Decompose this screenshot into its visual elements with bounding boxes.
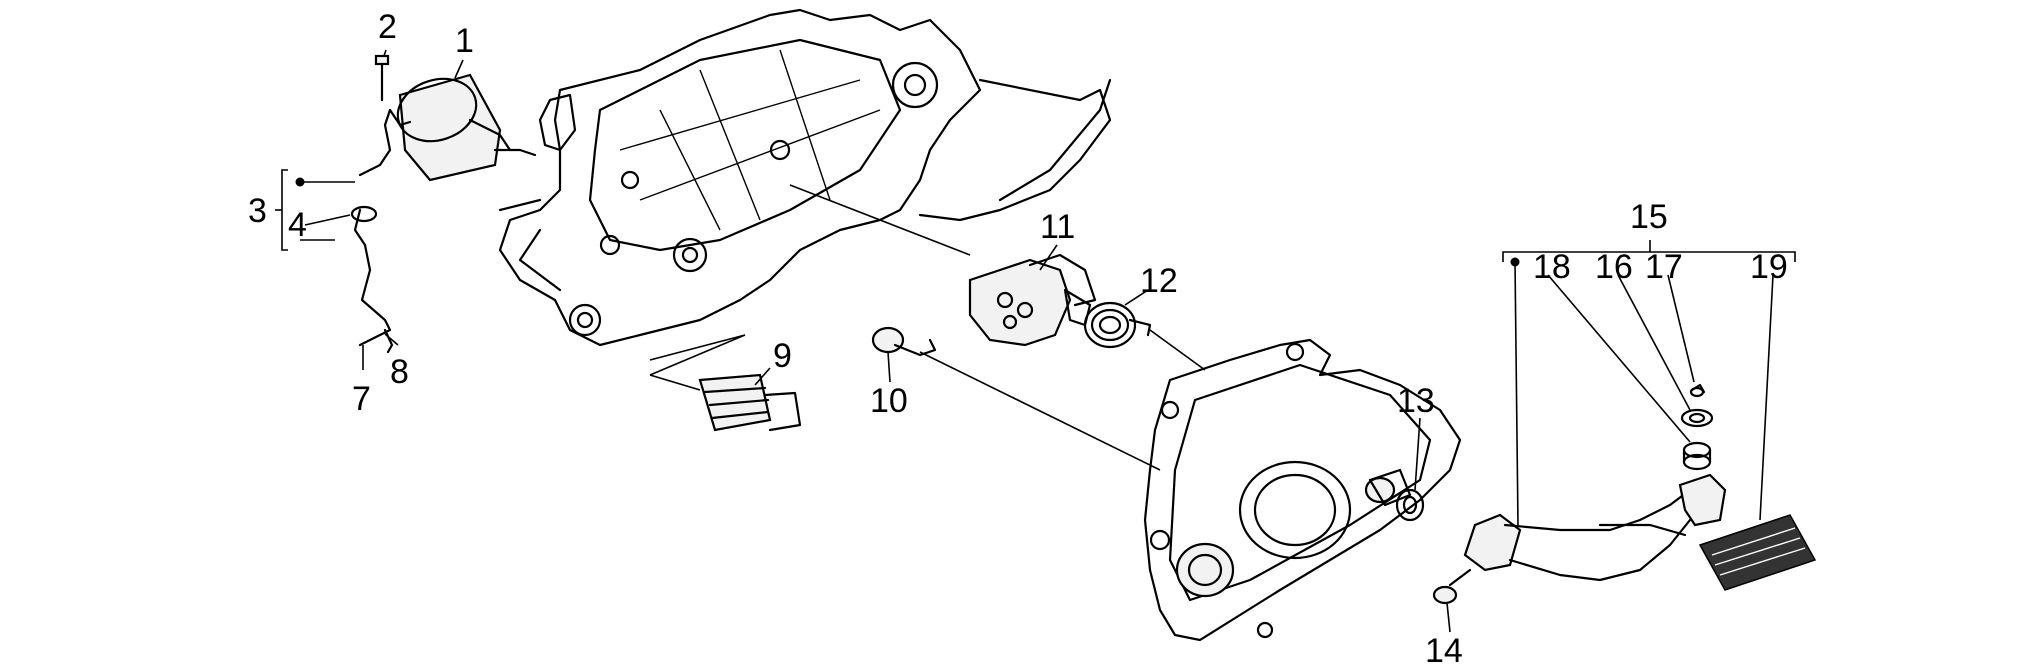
callout-7: 7	[352, 380, 371, 418]
callout-13: 13	[1397, 382, 1435, 420]
callout-9: 9	[773, 337, 792, 375]
callout-18: 18	[1533, 248, 1571, 286]
leader-8	[384, 333, 399, 346]
transmission-cover-part	[1143, 338, 1462, 642]
leader-2	[383, 49, 387, 57]
kick-gear-shaft-part	[698, 373, 802, 432]
kick-pinion-part	[968, 253, 1097, 347]
callout-11: 11	[1040, 208, 1075, 246]
group-bracket-3	[275, 169, 305, 251]
callout-8: 8	[390, 353, 409, 391]
leader-12	[1124, 289, 1149, 306]
lever-bushing-part	[1682, 441, 1712, 471]
callout-14: 14	[1425, 632, 1463, 667]
leader-14	[1446, 602, 1451, 633]
lever-washer-part	[1680, 408, 1714, 428]
lever-spring-clip-part	[1689, 383, 1706, 398]
group-marker-icon	[1510, 257, 1520, 267]
leader-19	[1759, 274, 1774, 521]
pedal-rubber-part	[1698, 514, 1817, 591]
kick-start-lever-part	[1463, 473, 1727, 582]
screw-part	[374, 54, 390, 102]
callout-1: 1	[455, 22, 474, 60]
callout-4: 4	[288, 206, 307, 244]
leader-9	[754, 367, 771, 386]
lever-bolt-part	[1432, 568, 1472, 605]
kick-spring-part	[1083, 301, 1152, 349]
leader-1	[454, 59, 464, 79]
leader-10	[887, 351, 891, 383]
callout-12: 12	[1140, 262, 1178, 300]
callout-3: 3	[248, 192, 267, 230]
group-marker-icon	[295, 177, 305, 187]
callout-16: 16	[1595, 248, 1633, 286]
leader-18	[1547, 274, 1691, 443]
starter-wire-part	[350, 108, 394, 354]
callout-2: 2	[378, 8, 397, 46]
leader-17	[1667, 274, 1695, 383]
leader-4	[304, 214, 351, 226]
leader-16	[1617, 274, 1691, 411]
leader-13	[1414, 417, 1421, 491]
callout-15: 15	[1630, 198, 1668, 236]
callout-10: 10	[870, 382, 908, 420]
group-bracket-15	[1502, 240, 1796, 267]
callout-17: 17	[1645, 248, 1683, 286]
crankcase-part	[498, 8, 1112, 347]
leader-15-lever	[1514, 261, 1519, 526]
callout-19: 19	[1750, 248, 1788, 286]
bolt-part	[871, 326, 937, 357]
leader-11	[1039, 244, 1058, 271]
washer-part	[1395, 488, 1425, 522]
starter-motor-part	[388, 73, 537, 182]
